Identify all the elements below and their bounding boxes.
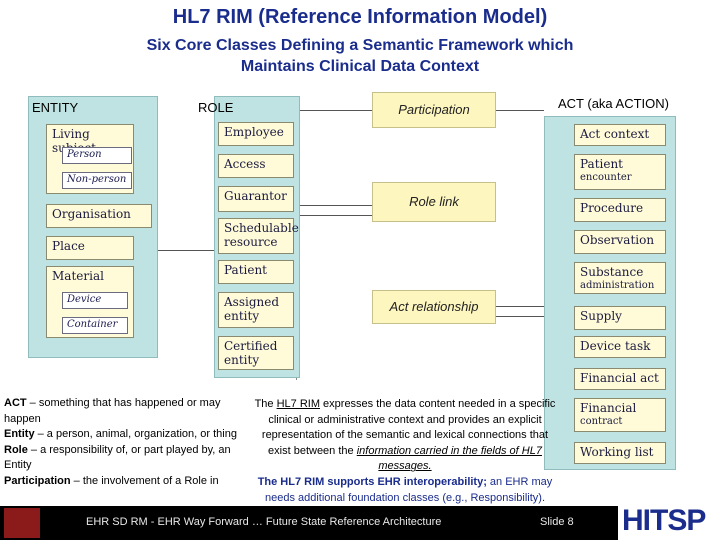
act-box-main-label: Observation: [580, 233, 655, 247]
act-box-working-list: Working list: [574, 442, 666, 464]
participation-term: Participation: [4, 474, 71, 487]
container-box: Container: [62, 317, 128, 334]
act-box-main-label: Supply: [580, 309, 622, 323]
rim-p2-bold: The HL7 RIM supports EHR interoperabilit…: [257, 475, 487, 488]
footer-left-logo: [4, 508, 40, 538]
act-term: ACT: [4, 397, 27, 409]
act-box-procedure: Procedure: [574, 198, 666, 222]
role-box-guarantor: Guarantor: [218, 186, 294, 212]
rim-p2-rest: an EHR may needs additional foundation c…: [264, 475, 553, 504]
entity-definition: Entity – a person, animal, organization,…: [4, 427, 256, 443]
rim-description: The HL7 RIM expresses the data content n…: [250, 397, 560, 506]
act-relationship-label: Act relationship: [372, 290, 496, 324]
subtitle-line-1: Six Core Classes Defining a Semantic Fra…: [146, 37, 574, 54]
act-box-main-label: Device task: [580, 339, 651, 353]
act-box-main-label: Financial: [580, 401, 637, 415]
role-def: – a responsibility of, or part played by…: [4, 443, 231, 472]
material-label: Material: [52, 269, 104, 283]
rim-paragraph-2: The HL7 RIM supports EHR interoperabilit…: [250, 475, 560, 506]
act-box-sub-label: administration: [580, 280, 655, 291]
role-box-access: Access: [218, 154, 294, 178]
role-definition: Role – a responsibility of, or part play…: [4, 443, 256, 474]
act-box-main-label: Substance: [580, 265, 644, 279]
subtitle-line-2: Maintains Clinical Data Context: [240, 58, 480, 75]
footer-bar: [0, 506, 720, 540]
participation-definition: Participation – the involvement of a Rol…: [4, 474, 256, 490]
entity-role-connector: [158, 250, 218, 251]
slide-number: Slide 8: [540, 516, 574, 528]
rim-p1-b: expresses the data content needed in a s…: [261, 398, 556, 457]
slide-title: HL7 RIM (Reference Information Model): [172, 6, 548, 28]
act-box-main-label: Act context: [580, 127, 650, 141]
role-box-certified-entity: Certified entity: [218, 336, 294, 370]
participation-act-connector: [494, 110, 544, 111]
participation-label: Participation: [372, 92, 496, 128]
footer-text: EHR SD RM - EHR Way Forward … Future Sta…: [86, 516, 442, 528]
rim-p1-a: The: [254, 398, 277, 410]
act-relationship-connector-right: [494, 306, 544, 307]
act-box-device-task: Device task: [574, 336, 666, 358]
act-box-act-context: Act context: [574, 124, 666, 146]
role-link-connector-left: [296, 205, 372, 206]
person-box: Person: [62, 147, 132, 164]
slide-subtitle: Six Core Classes Defining a Semantic Fra…: [0, 35, 720, 77]
device-box: Device: [62, 292, 128, 309]
act-header: ACT (aka ACTION): [558, 96, 670, 111]
act-box-main-label: Working list: [580, 445, 654, 459]
act-box-observation: Observation: [574, 230, 666, 254]
rim-p1-rim: HL7 RIM: [276, 398, 320, 410]
role-box-patient: Patient: [218, 260, 294, 284]
entity-term: Entity: [4, 428, 35, 441]
entity-def: – a person, animal, organization, or thi…: [34, 428, 237, 441]
rim-paragraph-1: The HL7 RIM expresses the data content n…: [250, 397, 560, 475]
act-box-main-label: Patient: [580, 157, 624, 171]
place-box: Place: [46, 236, 134, 260]
definitions-text: ACT – something that has happened or may…: [4, 396, 256, 490]
act-box-sub-label: encounter: [580, 172, 632, 183]
hitsp-logo: HITSP: [622, 504, 706, 537]
act-box-main-label: Financial act: [580, 371, 659, 385]
non-person-box: Non-person: [62, 172, 132, 189]
act-relationship-connector-right-2: [494, 316, 544, 317]
act-box-financial-act: Financial act: [574, 368, 666, 390]
organisation-box: Organisation: [46, 204, 152, 228]
act-box-main-label: Procedure: [580, 201, 644, 215]
rim-p1-info: information carried in the fields of HL7…: [356, 444, 542, 473]
role-link-connector-left-2: [296, 215, 372, 216]
role-box-schedulable-resource: Schedulable resource: [218, 218, 299, 254]
act-box-supply: Supply: [574, 306, 666, 330]
act-def: – something that has happened or may hap…: [4, 397, 221, 425]
role-header: ROLE: [198, 100, 234, 115]
role-box-employee: Employee: [218, 122, 294, 146]
role-box-assigned-entity: Assigned entity: [218, 292, 294, 328]
role-participation-connector: [296, 110, 372, 111]
entity-header: ENTITY: [32, 100, 79, 115]
role-link-label: Role link: [372, 182, 496, 222]
act-box-sub-label: contract: [580, 416, 623, 427]
act-definition: ACT – something that has happened or may…: [4, 396, 256, 427]
hitsp-logo-background: [618, 506, 720, 540]
role-term: Role: [4, 443, 28, 456]
participation-def: – the involvement of a Role in: [70, 474, 219, 487]
